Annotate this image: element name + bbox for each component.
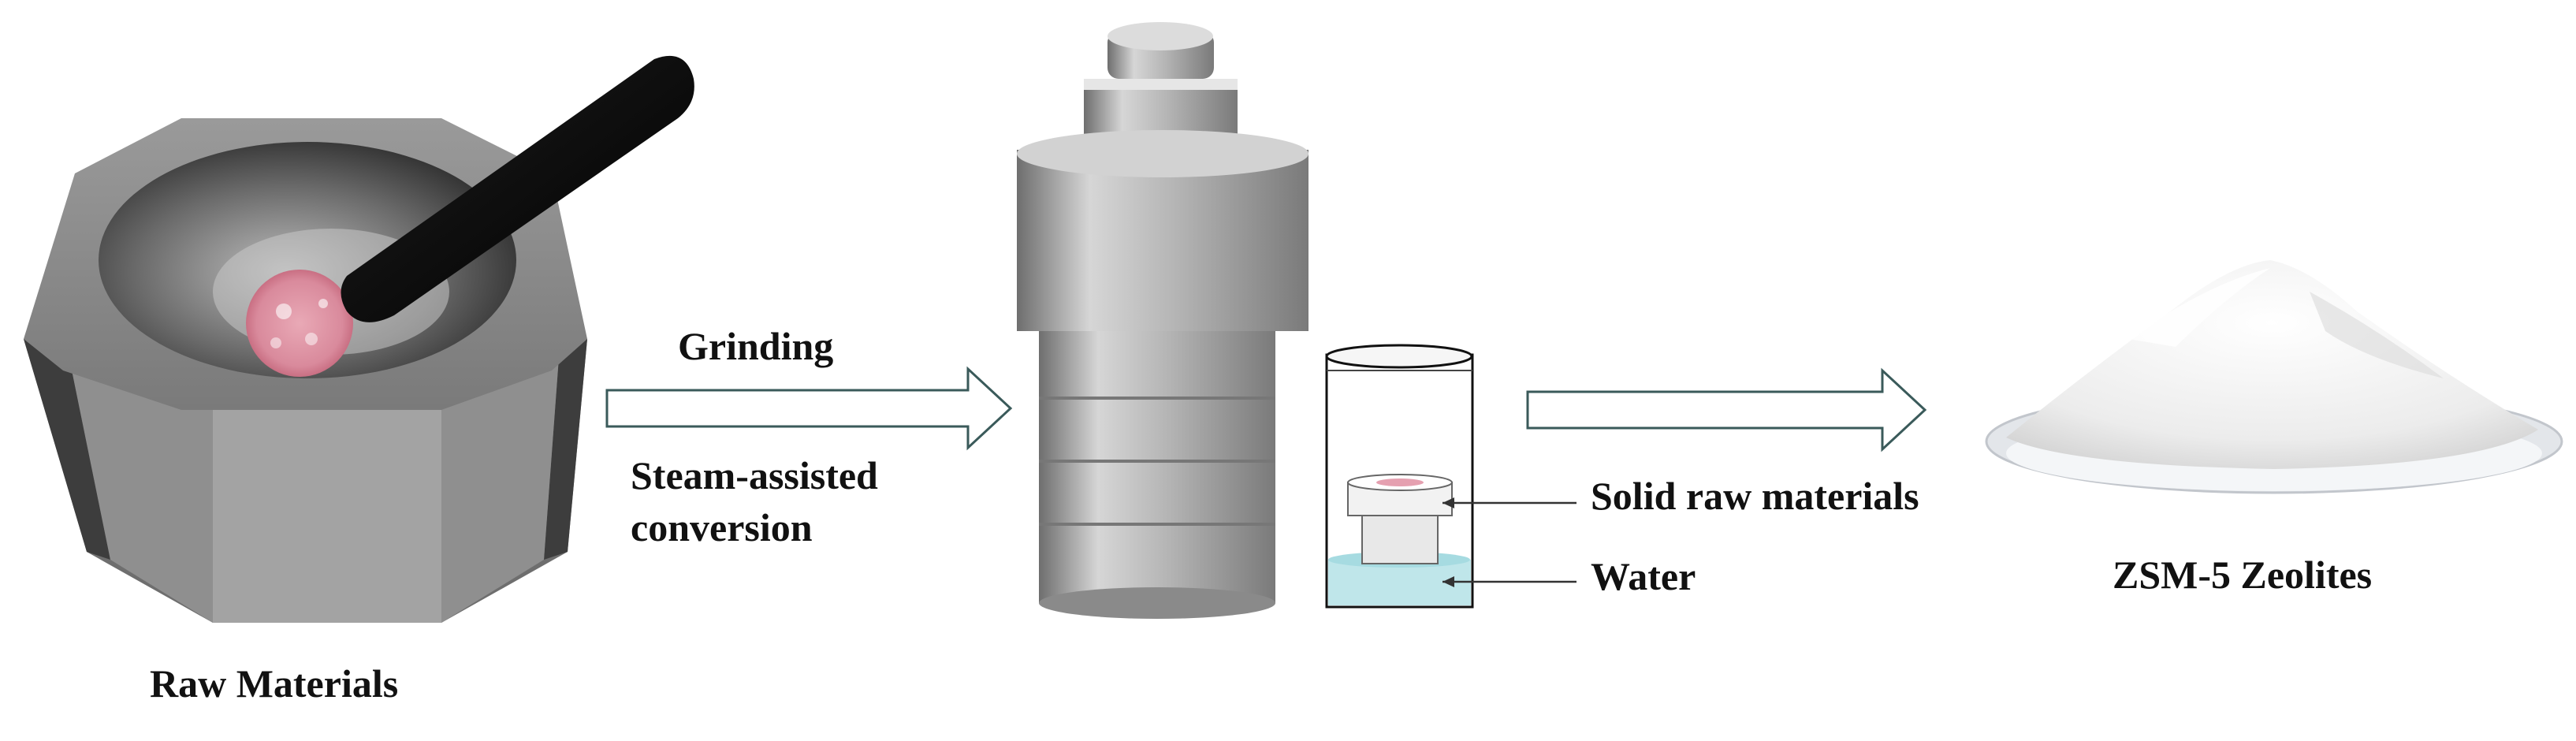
grinding-label: Grinding: [678, 324, 834, 368]
autoclave-icon: [1017, 22, 1308, 619]
arrow-right-icon: [1526, 367, 1927, 452]
powder-pile-icon: [1985, 260, 2563, 494]
solid-raw-materials-label: Solid raw materials: [1591, 474, 1919, 518]
water-label: Water: [1591, 554, 1696, 598]
zsm5-zeolites-label: ZSM-5 Zeolites: [2113, 553, 2373, 597]
arrow-right-icon: [605, 366, 1013, 451]
conversion-label: conversion: [631, 505, 813, 549]
teflon-liner-icon: [1325, 344, 1576, 609]
steam-assisted-label: Steam-assisted: [631, 453, 878, 497]
raw-materials-label: Raw Materials: [150, 661, 399, 706]
mortar-and-pestle-icon: [24, 55, 694, 623]
